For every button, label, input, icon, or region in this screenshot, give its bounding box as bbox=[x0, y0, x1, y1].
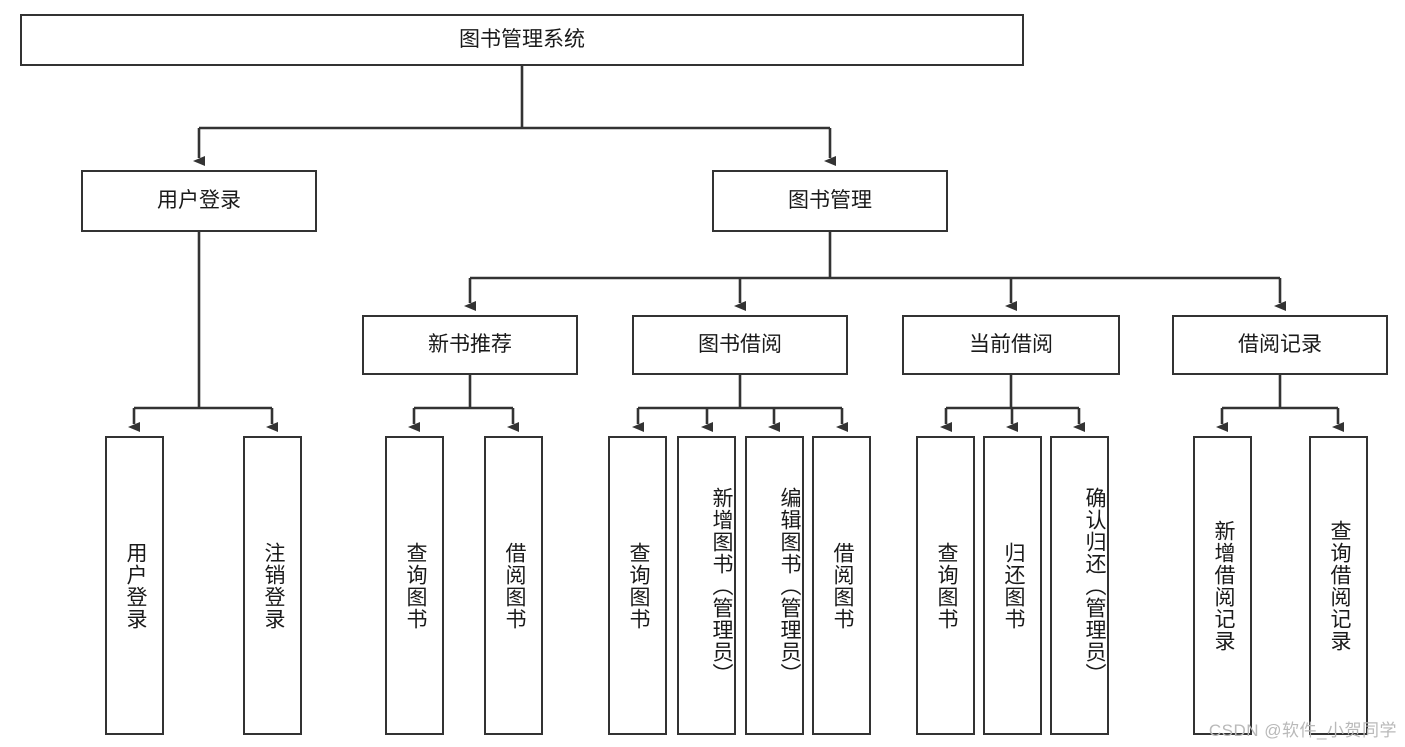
node-label: 用户登录 bbox=[123, 541, 147, 630]
leaf-borrow-book-borrowing[interactable]: 借阅图书 bbox=[812, 436, 871, 735]
node-label: 查询图书 bbox=[934, 541, 958, 630]
node-label: 查询图书 bbox=[626, 541, 650, 630]
node-label: 图书管理系统 bbox=[459, 27, 585, 51]
leaf-logout[interactable]: 注销登录 bbox=[243, 436, 302, 735]
leaf-add-borrow-record[interactable]: 新增借阅记录 bbox=[1193, 436, 1252, 735]
node-user-login[interactable]: 用户登录 bbox=[81, 170, 317, 232]
watermark: CSDN @软件_小贺同学 bbox=[1208, 721, 1397, 740]
leaf-confirm-return-admin[interactable]: 确认归还（管理员） bbox=[1050, 436, 1109, 735]
node-label: 查询图书 bbox=[403, 541, 427, 630]
leaf-return-book[interactable]: 归还图书 bbox=[983, 436, 1042, 735]
node-label: 借阅记录 bbox=[1238, 332, 1322, 356]
node-root-book-management-system[interactable]: 图书管理系统 bbox=[20, 14, 1024, 66]
leaf-query-book-recommendation[interactable]: 查询图书 bbox=[385, 436, 444, 735]
leaf-borrow-book-recommendation[interactable]: 借阅图书 bbox=[484, 436, 543, 735]
node-label: 注销登录 bbox=[261, 541, 285, 630]
node-borrow-records[interactable]: 借阅记录 bbox=[1172, 315, 1388, 375]
node-label: 新增图书（管理员） bbox=[710, 486, 733, 685]
node-label: 当前借阅 bbox=[969, 332, 1053, 356]
node-label: 确认归还（管理员） bbox=[1083, 486, 1106, 685]
node-label: 归还图书 bbox=[1001, 541, 1025, 630]
node-book-management[interactable]: 图书管理 bbox=[712, 170, 948, 232]
node-label: 查询借阅记录 bbox=[1327, 519, 1351, 652]
node-label: 新书推荐 bbox=[428, 332, 512, 356]
node-label: 图书管理 bbox=[788, 188, 872, 212]
leaf-query-book-current[interactable]: 查询图书 bbox=[916, 436, 975, 735]
leaf-query-borrow-record[interactable]: 查询借阅记录 bbox=[1309, 436, 1368, 735]
node-label: 借阅图书 bbox=[502, 541, 526, 630]
node-label: 用户登录 bbox=[157, 188, 241, 212]
leaf-user-login[interactable]: 用户登录 bbox=[105, 436, 164, 735]
leaf-edit-book-admin[interactable]: 编辑图书（管理员） bbox=[745, 436, 804, 735]
node-label: 图书借阅 bbox=[698, 332, 782, 356]
leaf-query-book-borrowing[interactable]: 查询图书 bbox=[608, 436, 667, 735]
node-label: 新增借阅记录 bbox=[1211, 519, 1235, 652]
node-label: 编辑图书（管理员） bbox=[778, 486, 801, 685]
node-book-borrowing[interactable]: 图书借阅 bbox=[632, 315, 848, 375]
node-label: 借阅图书 bbox=[830, 541, 854, 630]
node-current-borrowing[interactable]: 当前借阅 bbox=[902, 315, 1120, 375]
node-new-book-recommendation[interactable]: 新书推荐 bbox=[362, 315, 578, 375]
leaf-add-book-admin[interactable]: 新增图书（管理员） bbox=[677, 436, 736, 735]
